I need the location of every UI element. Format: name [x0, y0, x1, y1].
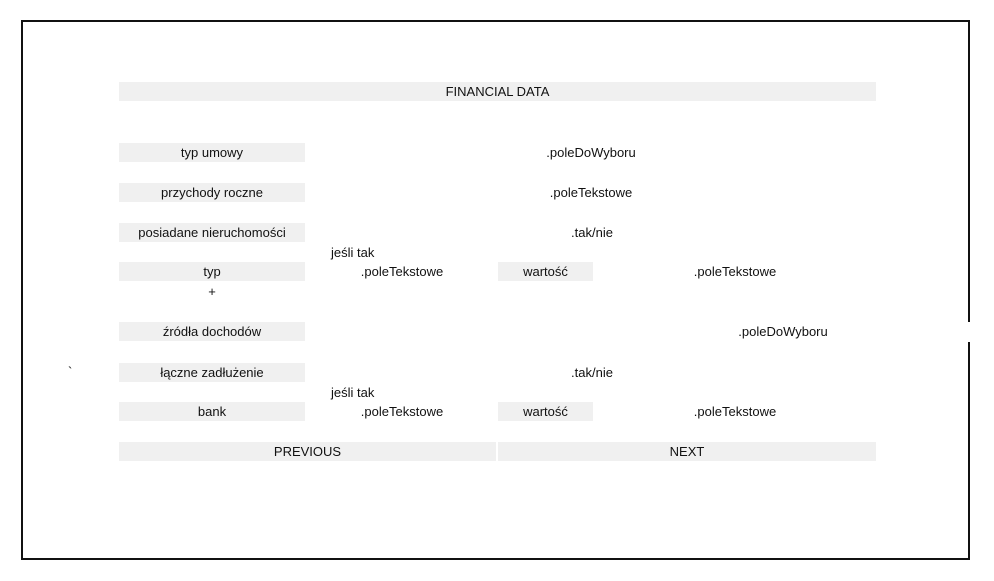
debt-value-field[interactable]: .poleTekstowe [693, 404, 777, 419]
previous-button[interactable]: PREVIOUS [119, 442, 496, 461]
bank-label: bank [119, 402, 305, 421]
property-type-field[interactable]: .poleTekstowe [360, 264, 444, 279]
property-value-label: wartość [498, 262, 593, 281]
bank-field[interactable]: .poleTekstowe [360, 404, 444, 419]
debt-value-label: wartość [498, 402, 593, 421]
annual-income-label: przychody roczne [119, 183, 305, 202]
add-property-button[interactable]: + [208, 284, 216, 299]
border-gap [968, 322, 974, 342]
contract-type-label: typ umowy [119, 143, 305, 162]
next-button[interactable]: NEXT [498, 442, 876, 461]
total-debt-label: łączne zadłużenie [119, 363, 305, 382]
total-debt-yes-no[interactable]: .tak/nie [571, 365, 613, 380]
page-title: FINANCIAL DATA [119, 82, 876, 101]
real-estate-yes-no[interactable]: .tak/nie [571, 225, 613, 240]
debt-condition: jeśli tak [331, 385, 375, 400]
income-sources-label: źródła dochodów [119, 322, 305, 341]
annual-income-field[interactable]: .poleTekstowe [549, 185, 633, 200]
income-sources-select[interactable]: .poleDoWyboru [738, 324, 828, 339]
wireframe-border [21, 20, 970, 560]
real-estate-label: posiadane nieruchomości [119, 223, 305, 242]
contract-type-select[interactable]: .poleDoWyboru [546, 145, 636, 160]
property-value-field[interactable]: .poleTekstowe [693, 264, 777, 279]
property-type-label: typ [119, 262, 305, 281]
stray-backtick: ` [68, 364, 73, 379]
real-estate-condition: jeśli tak [331, 245, 375, 260]
